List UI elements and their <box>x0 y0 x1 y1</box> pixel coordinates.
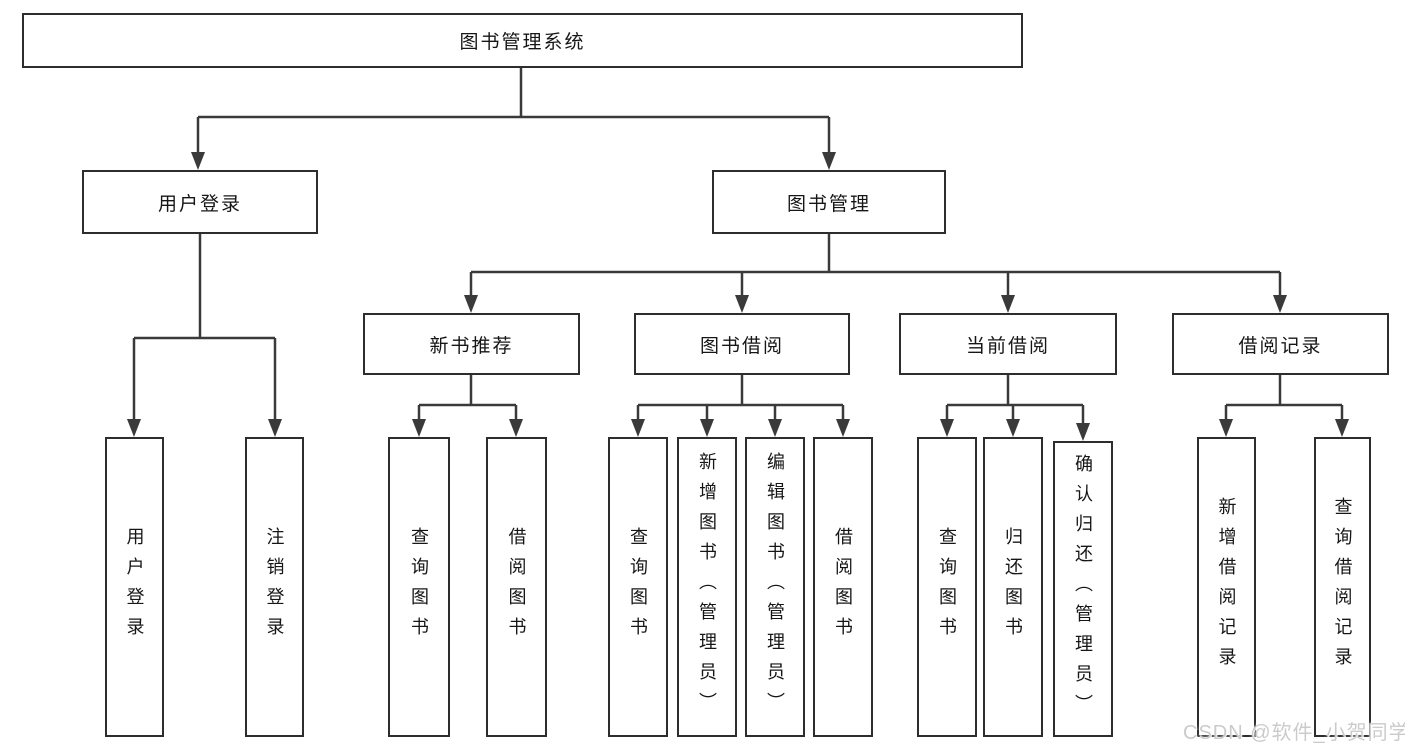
node-book-borrowing-label: 图书借阅 <box>699 335 784 357</box>
leaf-query-borrow-record-label: 查询借阅记录 <box>1332 497 1353 677</box>
leaf-query-book: 查询图书 <box>608 437 668 737</box>
node-user-login: 用户登录 <box>82 170 318 234</box>
node-borrow-records: 借阅记录 <box>1172 313 1389 375</box>
leaf-user-login-label: 用户登录 <box>124 527 145 647</box>
connector-arrowheads <box>127 152 1349 441</box>
node-book-borrowing: 图书借阅 <box>634 313 850 375</box>
leaf-add-borrow-record-label: 新增借阅记录 <box>1216 497 1237 677</box>
leaf-user-login: 用户登录 <box>105 437 164 737</box>
leaf-query-current-book: 查询图书 <box>917 437 977 737</box>
leaf-logout: 注销登录 <box>245 437 304 737</box>
leaf-query-current-book-label: 查询图书 <box>937 527 957 647</box>
leaf-add-book-admin-label: 新增图书（管理员） <box>697 452 717 722</box>
leaf-query-borrow-record: 查询借阅记录 <box>1314 437 1371 737</box>
node-book-management-label: 图书管理 <box>786 193 871 215</box>
leaf-borrow-book: 借阅图书 <box>813 437 873 737</box>
leaf-add-borrow-record: 新增借阅记录 <box>1197 437 1256 737</box>
node-new-book-recommend-label: 新书推荐 <box>429 335 514 357</box>
leaf-edit-book-admin: 编辑图书（管理员） <box>745 437 805 737</box>
node-root-system: 图书管理系统 <box>22 13 1023 68</box>
node-new-book-recommend: 新书推荐 <box>363 313 580 375</box>
leaf-query-book-recommend-label: 查询图书 <box>409 527 429 647</box>
node-book-management: 图书管理 <box>712 170 946 234</box>
leaf-query-book-label: 查询图书 <box>628 527 648 647</box>
leaf-return-book: 归还图书 <box>983 437 1043 737</box>
leaf-borrow-book-recommend: 借阅图书 <box>486 437 547 737</box>
leaf-return-book-label: 归还图书 <box>1003 527 1023 647</box>
leaf-query-book-recommend: 查询图书 <box>388 437 450 737</box>
node-borrow-records-label: 借阅记录 <box>1238 335 1323 357</box>
leaf-edit-book-admin-label: 编辑图书（管理员） <box>765 452 785 722</box>
connector-stems <box>132 68 1344 429</box>
node-user-login-label: 用户登录 <box>157 193 242 215</box>
node-current-borrowing-label: 当前借阅 <box>965 335 1050 357</box>
leaf-borrow-book-label: 借阅图书 <box>833 527 853 647</box>
leaf-confirm-return-admin: 确认归还（管理员） <box>1053 441 1113 737</box>
node-root-system-label: 图书管理系统 <box>459 32 586 53</box>
node-current-borrowing: 当前借阅 <box>899 313 1117 375</box>
csdn-watermark: CSDN @软件_小贺同学 <box>1183 722 1405 744</box>
leaf-logout-label: 注销登录 <box>264 527 285 647</box>
leaf-confirm-return-admin-label: 确认归还（管理员） <box>1073 454 1093 724</box>
leaf-add-book-admin: 新增图书（管理员） <box>677 437 737 737</box>
leaf-borrow-book-recommend-label: 借阅图书 <box>506 527 527 647</box>
